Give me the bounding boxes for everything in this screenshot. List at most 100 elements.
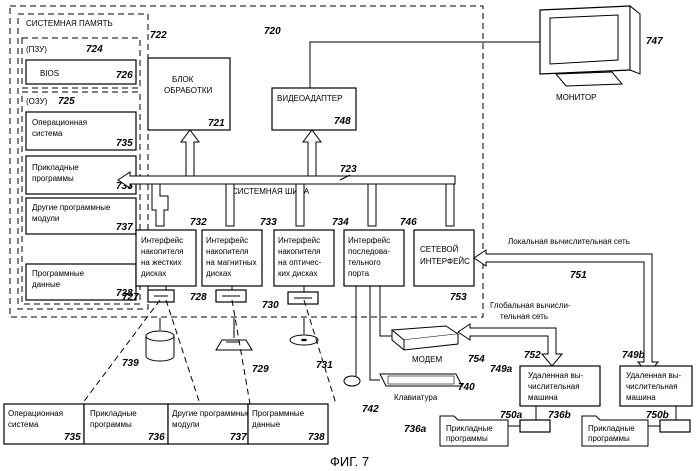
svg-text:732: 732 <box>190 217 207 228</box>
svg-text:числительная: числительная <box>626 382 678 391</box>
interface-cd: Интерфейс накопителя на оптичес- ких дис… <box>274 217 349 286</box>
figure-caption: ФИГ. 7 <box>330 454 369 469</box>
cd-drive-number: 730 <box>262 300 279 311</box>
svg-text:ких дисках: ких дисках <box>278 269 317 278</box>
modem-label: МОДЕМ <box>412 355 442 364</box>
rom-label: (ПЗУ) <box>26 45 47 54</box>
interface-fdd: Интерфейс накопителя на магнитных дисках… <box>202 217 277 286</box>
memory-modules-label: модули <box>32 214 59 223</box>
memory-apps-label: программы <box>32 174 74 183</box>
system-memory-title: СИСТЕМНАЯ ПАМЯТЬ <box>26 19 113 28</box>
svg-text:746: 746 <box>400 217 417 228</box>
remote-a-apps-folder: Прикладные программы <box>440 416 508 446</box>
svg-text:СЕТЕВОЙ: СЕТЕВОЙ <box>420 245 459 254</box>
svg-text:Интерфейс: Интерфейс <box>141 236 183 245</box>
memory-data-label: Программные <box>32 269 85 278</box>
bus-to-video <box>303 130 321 176</box>
svg-text:программы: программы <box>446 434 488 443</box>
memory-os-label: Операционная <box>32 118 87 127</box>
fdd-drive-icon <box>216 290 246 302</box>
svg-text:Программные: Программные <box>252 409 305 418</box>
processor-number: 721 <box>208 118 225 129</box>
modem-icon <box>392 326 458 350</box>
svg-text:на оптичес-: на оптичес- <box>278 258 322 267</box>
svg-text:749a: 749a <box>490 364 513 375</box>
hdd-drive-number: 727 <box>122 292 139 303</box>
monitor-number: 747 <box>646 36 663 47</box>
mouse-number: 742 <box>362 404 379 415</box>
remote-a-disk-icon <box>520 420 550 432</box>
memory-os-label: система <box>32 129 63 138</box>
svg-text:Другие программные: Другие программные <box>172 409 251 418</box>
svg-text:накопителя: накопителя <box>206 247 248 256</box>
ram-number: 725 <box>58 96 75 107</box>
monitor-icon <box>540 6 640 86</box>
floppy-icon <box>216 340 252 350</box>
svg-text:ИНТЕРФЕЙС: ИНТЕРФЕЙС <box>420 257 470 266</box>
svg-text:Операционная: Операционная <box>8 409 63 418</box>
svg-text:машина: машина <box>626 393 656 402</box>
video-adapter-label: ВИДЕОАДАПТЕР <box>277 94 342 103</box>
cdrom-number: 731 <box>316 360 333 371</box>
keyboard-icon <box>380 374 462 386</box>
system-bus-number: 723 <box>340 164 357 175</box>
fdd-drive-number: 728 <box>190 292 207 303</box>
processor-label: БЛОК <box>172 75 194 84</box>
hdd-drive-icon <box>148 290 174 302</box>
cdrom-icon <box>290 335 318 345</box>
svg-text:данные: данные <box>252 420 281 429</box>
svg-text:на магнитных: на магнитных <box>206 258 257 267</box>
remote-computer-b: Удаленная вы- числительная машина 749b <box>620 350 692 406</box>
remote-b-disk-icon <box>660 420 690 432</box>
memory-data-label: данные <box>32 280 61 289</box>
remote-b-apps-number: 736b <box>548 410 571 421</box>
svg-text:Интерфейс: Интерфейс <box>206 236 248 245</box>
bios-number: 726 <box>116 70 133 81</box>
interface-serial: Интерфейс последова- тельного порта 746 <box>344 217 417 286</box>
svg-text:735: 735 <box>64 432 81 443</box>
svg-text:749b: 749b <box>622 350 645 361</box>
svg-text:737: 737 <box>230 432 247 443</box>
svg-text:накопителя: накопителя <box>278 247 320 256</box>
svg-text:Удаленная вы-: Удаленная вы- <box>528 371 584 380</box>
computer-number: 720 <box>264 26 281 37</box>
svg-text:тельного: тельного <box>348 258 381 267</box>
remote-b-disk-number: 750b <box>646 410 669 421</box>
svg-text:накопителя: накопителя <box>141 247 183 256</box>
memory-apps-label: Прикладные <box>32 163 79 172</box>
bus-to-processor <box>181 130 199 176</box>
svg-text:738: 738 <box>308 432 325 443</box>
svg-text:модули: модули <box>172 420 199 429</box>
svg-text:на жестких: на жестких <box>141 258 182 267</box>
video-adapter-number: 748 <box>334 116 351 127</box>
svg-text:Прикладные: Прикладные <box>90 409 137 418</box>
keyboard-number: 740 <box>458 382 475 393</box>
ram-label: (ОЗУ) <box>26 97 48 106</box>
svg-text:машина: машина <box>528 393 558 402</box>
video-to-monitor-line <box>310 42 540 88</box>
remote-a-apps-number: 736a <box>404 424 427 435</box>
system-memory-number: 722 <box>150 30 167 41</box>
remote-b-apps-folder: Прикладные программы <box>582 416 648 446</box>
svg-text:числительная: числительная <box>528 382 580 391</box>
cd-drive-icon <box>288 292 318 304</box>
memory-os-number: 735 <box>116 138 133 149</box>
lan-number: 751 <box>570 270 587 281</box>
modem-number: 754 <box>468 354 485 365</box>
svg-text:736: 736 <box>148 432 165 443</box>
hard-disk-icon <box>146 331 174 361</box>
bios-label: BIOS <box>40 69 59 78</box>
hard-disk-number: 739 <box>122 358 139 369</box>
svg-text:Интерфейс: Интерфейс <box>278 236 320 245</box>
storage-row: Операционная система 735 Прикладные прог… <box>4 404 328 444</box>
interface-hdd: Интерфейс накопителя на жестких дисках 7… <box>136 217 207 286</box>
wan-number: 752 <box>524 350 541 361</box>
svg-text:программы: программы <box>588 434 630 443</box>
lan-label: Локальная вычислительная сеть <box>508 237 630 246</box>
rom-number: 724 <box>86 44 103 55</box>
remote-a-disk-number: 750a <box>500 410 523 421</box>
wan-label: тельная сеть <box>500 312 548 321</box>
svg-text:Прикладные: Прикладные <box>588 424 635 433</box>
mouse-icon <box>344 376 360 386</box>
svg-text:дисках: дисках <box>141 269 166 278</box>
